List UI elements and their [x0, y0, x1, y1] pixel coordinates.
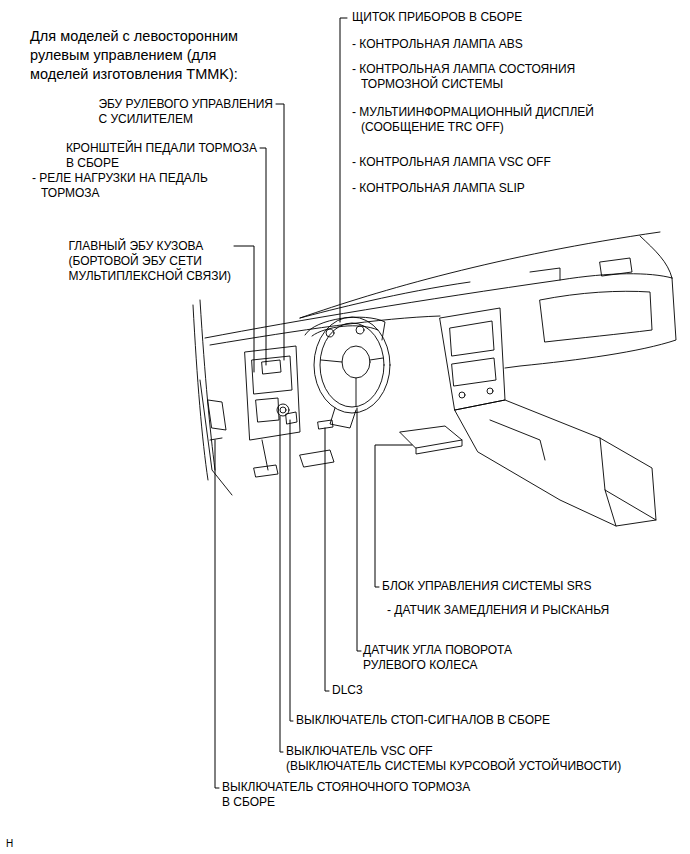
part-label: ГЛАВНЫЙ ЭБУ КУЗОВА (БОРТОВОЙ ЭБУ СЕТИ МУ… [68, 239, 231, 284]
line-art [300, 450, 334, 467]
center-console [455, 400, 656, 526]
line-art [200, 380, 232, 495]
line-art [305, 317, 385, 340]
instrument-cluster [305, 317, 385, 340]
line-art [280, 407, 286, 413]
line-art [455, 400, 656, 526]
line-art [452, 358, 496, 386]
line-art [252, 356, 292, 394]
sub-item-label: - РЕЛЕ НАГРУЗКИ НА ПЕДАЛЬ ТОРМОЗА [32, 171, 208, 201]
line-art [276, 104, 284, 360]
line-art [326, 329, 334, 337]
line-art [440, 308, 505, 410]
figure-code: H [6, 838, 13, 850]
part-label: КРОНШТЕЙН ПЕДАЛИ ТОРМОЗА В СБОРЕ [66, 141, 257, 171]
line-art [300, 282, 470, 318]
line-art [459, 392, 465, 398]
part-label: ДАТЧИК УГЛА ПОВОРОТА РУЛЕВОГО КОЛЕСА [363, 643, 512, 673]
line-art [256, 398, 279, 422]
part-label: БЛОК УПРАВЛЕНИЯ СИСТЕМЫ SRS [382, 579, 591, 594]
line-art [254, 465, 278, 477]
line-art [356, 326, 364, 334]
line-art [342, 346, 370, 378]
line-art [320, 323, 384, 407]
part-label: ЭБУ РУЛЕВОГО УПРАВЛЕНИЯ С УСИЛИТЕЛЕМ [98, 97, 273, 127]
line-art [260, 148, 266, 365]
part-label: DLC3 [332, 683, 363, 698]
diagram-title: Для моделей с левосторонним рулевым упра… [30, 27, 238, 84]
sub-item-label: - МУЛЬТИИНФОРМАЦИОННЫЙ ДИСПЛЕЙ (СООБЩЕНИ… [352, 105, 594, 135]
line-art [356, 378, 357, 406]
part-label: ЩИТОК ПРИБОРОВ В СБОРЕ [352, 10, 522, 25]
line-art [490, 420, 545, 460]
sub-item-label: - КОНТРОЛЬНАЯ ЛАМПА ABS [352, 37, 523, 52]
part-label: ВЫКЛЮЧАТЕЛЬ VSC OFF (ВЫКЛЮЧАТЕЛЬ СИСТЕМЫ… [286, 744, 621, 774]
steering-wheel [314, 317, 390, 428]
sub-item-label: - ДАТЧИК ЗАМЕДЛЕНИЯ И РЫСКАНЬЯ [387, 603, 609, 618]
line-art [245, 346, 300, 440]
line-art [193, 305, 208, 480]
sub-item-label: - КОНТРОЛЬНАЯ ЛАМПА СОСТОЯНИЯ ТОРМОЗНОЙ … [352, 62, 575, 92]
line-art [605, 490, 616, 526]
sub-item-label: - КОНТРОЛЬНАЯ ЛАМПА SLIP [352, 181, 525, 196]
line-art [210, 438, 222, 440]
line-art [600, 258, 632, 276]
line-art [330, 408, 356, 428]
line-art [262, 440, 268, 470]
driver-side-parts [193, 300, 334, 495]
line-art [450, 321, 494, 356]
line-art [321, 360, 342, 362]
dashboard [205, 232, 676, 368]
line-art [487, 388, 493, 394]
line-art [540, 291, 652, 342]
line-art [234, 246, 254, 372]
line-art [600, 438, 656, 520]
line-art [357, 408, 361, 651]
line-art [505, 278, 676, 368]
line-art [640, 236, 672, 278]
line-art [530, 268, 560, 280]
part-label: ВЫКЛЮЧАТЕЛЬ СТОП-СИГНАЛОВ В СБОРЕ [296, 713, 550, 728]
line-art [325, 428, 329, 691]
line-art [208, 400, 226, 430]
line-art [340, 18, 347, 322]
part-label: ВЫКЛЮЧАТЕЛЬ СТОЯНОЧНОГО ТОРМОЗА В СБОРЕ [222, 780, 470, 810]
line-art [215, 440, 219, 788]
line-art [290, 420, 293, 721]
line-art [200, 300, 215, 470]
line-art [312, 326, 378, 336]
line-art [262, 360, 281, 374]
line-art [280, 416, 283, 752]
line-art [314, 317, 390, 413]
line-art [416, 440, 462, 454]
line-art [318, 420, 333, 429]
line-art [205, 274, 672, 338]
line-art [370, 358, 383, 360]
center-stack [440, 308, 505, 410]
line-art [375, 445, 412, 587]
line-art [286, 412, 297, 424]
sub-item-label: - КОНТРОЛЬНАЯ ЛАМПА VSC OFF [352, 155, 551, 170]
srs-ecu [400, 426, 462, 454]
